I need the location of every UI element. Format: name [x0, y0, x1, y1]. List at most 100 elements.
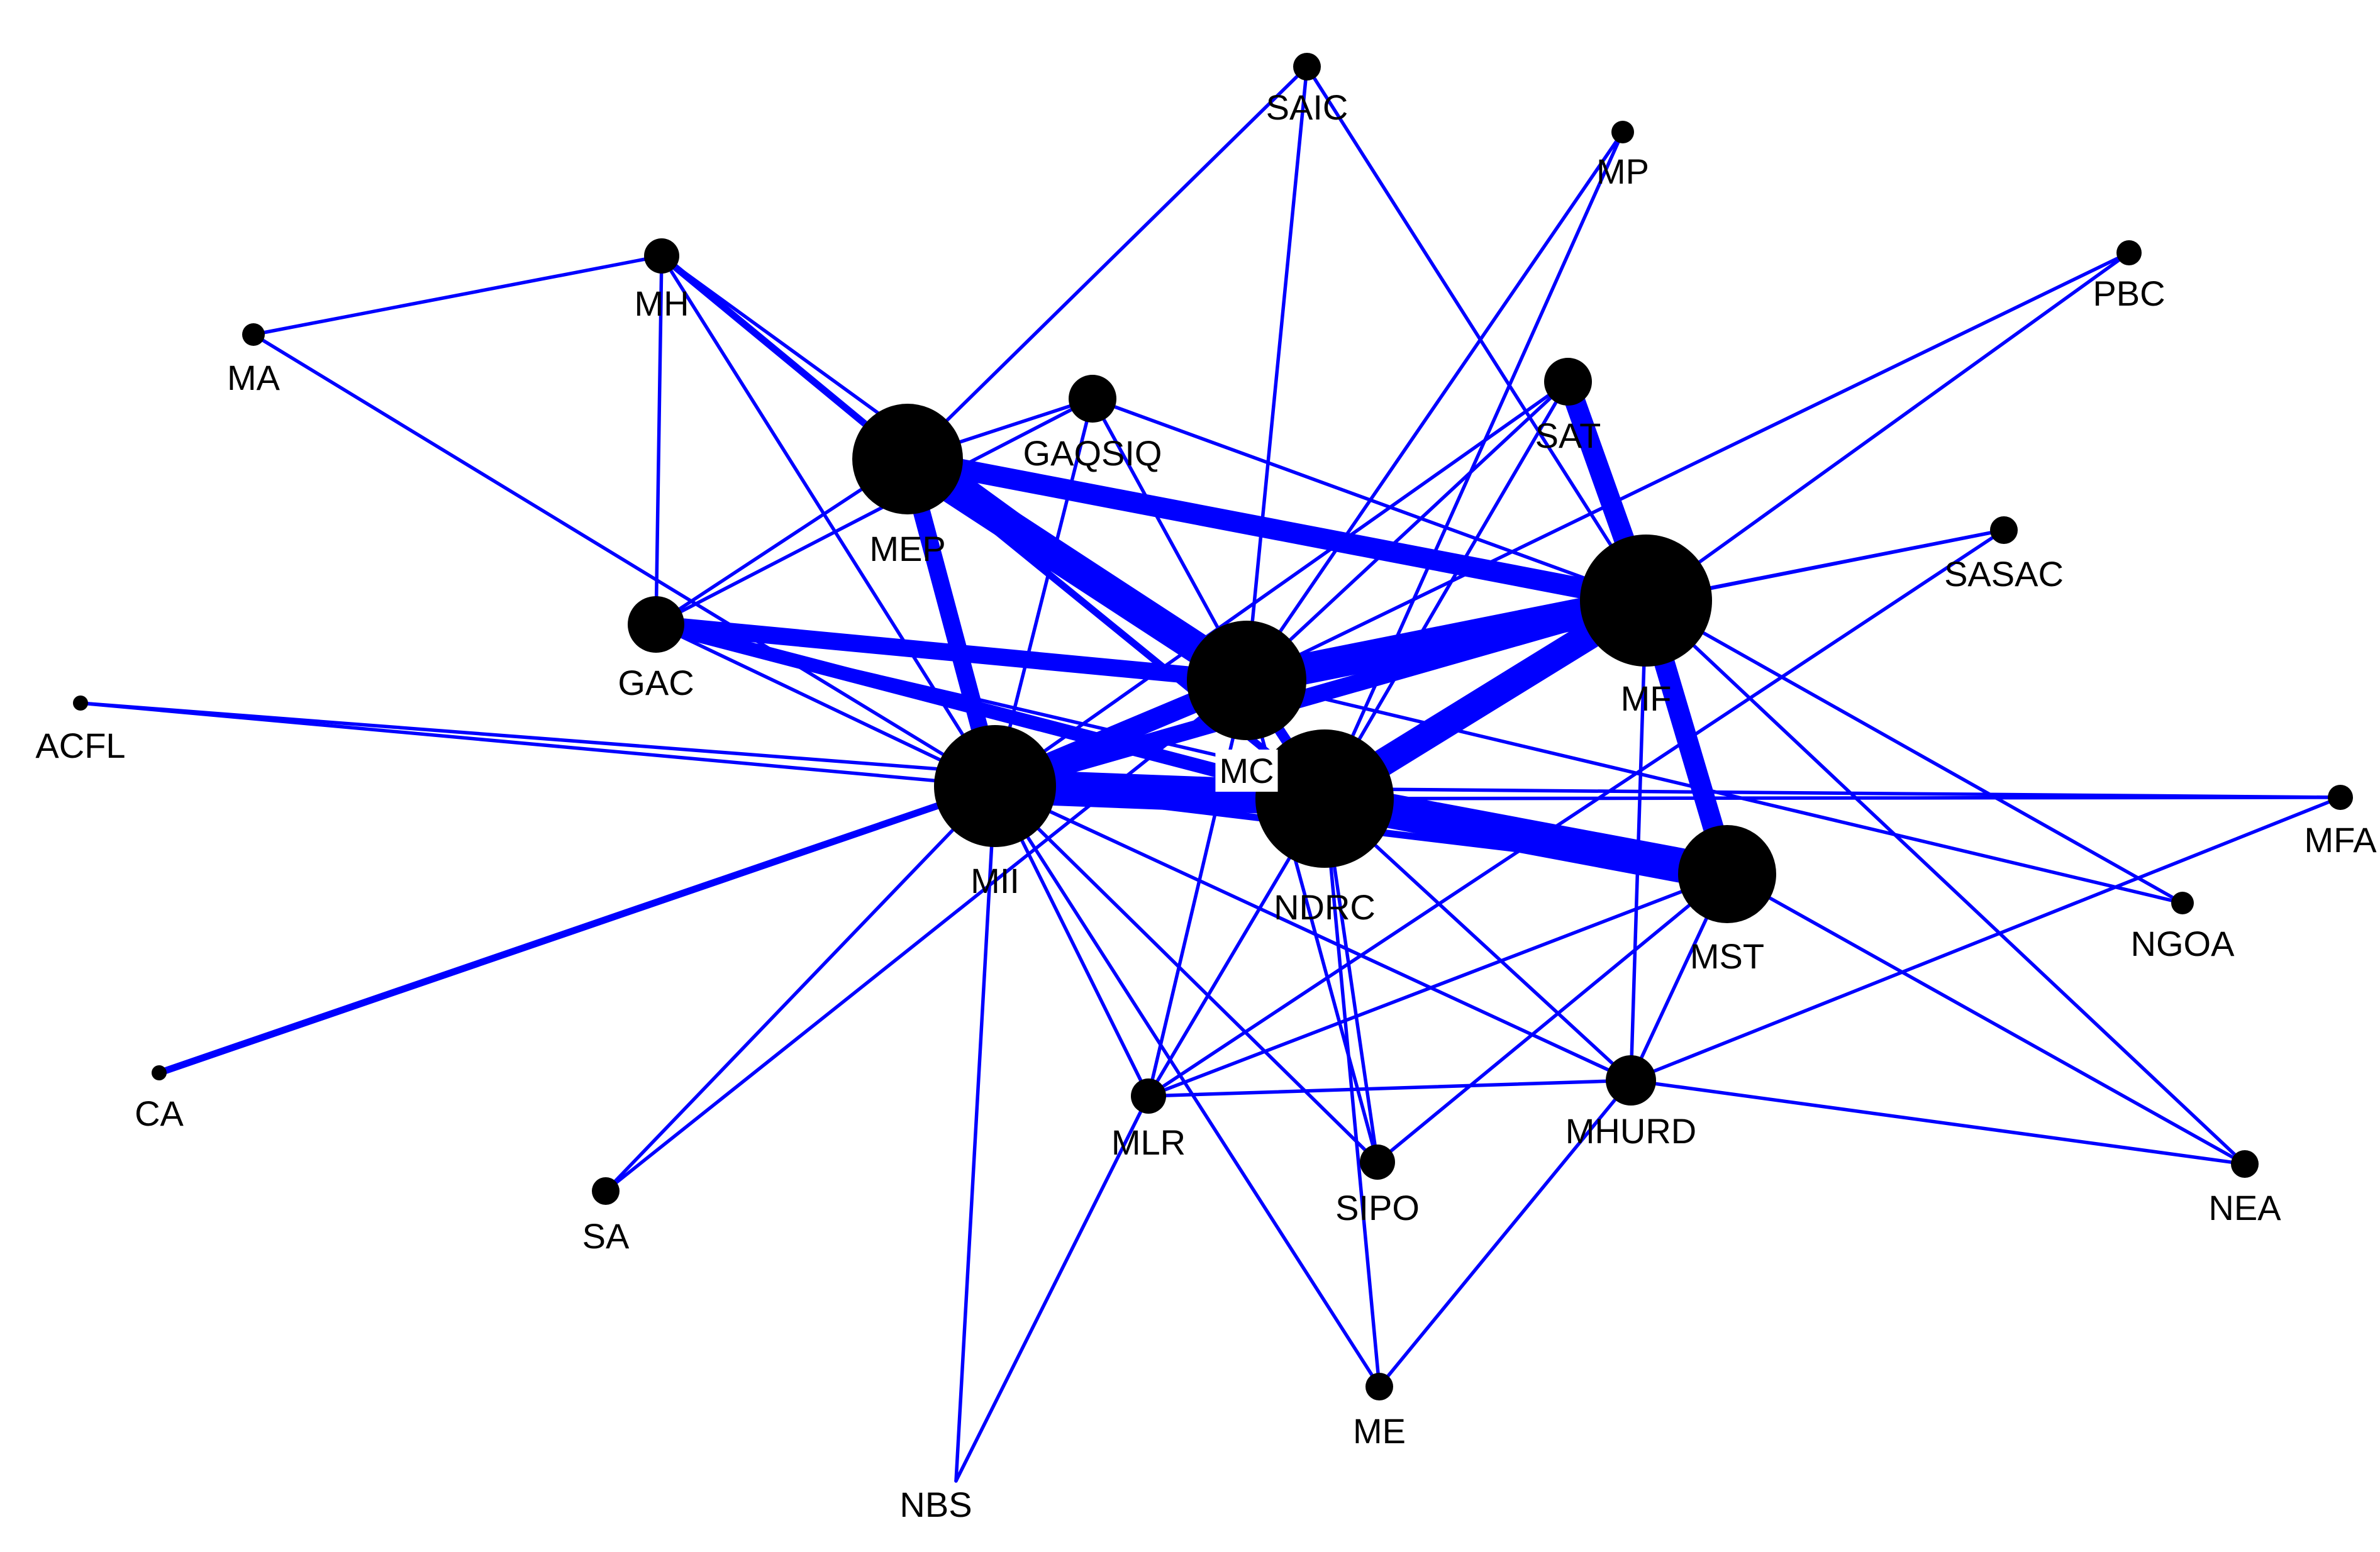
node-sasac: [1990, 516, 2018, 544]
node-label-gac: GAC: [618, 663, 694, 702]
edge-mh-mii: [660, 254, 997, 788]
edge-saic-mf: [1305, 65, 1648, 602]
node-pbc: [2116, 240, 2142, 265]
node-mc: [1187, 621, 1306, 740]
edge-me-ndrc: [1323, 797, 1381, 1388]
edge-sasac-mlr: [1147, 528, 2006, 1098]
edge-gac-mh: [654, 254, 664, 626]
edge-mp-mc: [1245, 130, 1625, 682]
node-mst: [1678, 825, 1776, 923]
node-label-ma: MA: [227, 358, 281, 397]
node-mfa: [2328, 785, 2353, 810]
edge-mlr-mst: [1147, 872, 1729, 1098]
edge-gaqsiq-mf: [1091, 397, 1648, 602]
edge-gac-gaqsiq: [654, 397, 1094, 626]
node-saic: [1293, 53, 1321, 80]
node-label-ca: CA: [135, 1094, 184, 1133]
node-label-ndrc: NDRC: [1274, 887, 1376, 927]
node-label-gaqsiq: GAQSIQ: [1023, 433, 1162, 473]
node-label-sipo: SIPO: [1335, 1188, 1420, 1228]
edge-ca-mii: [155, 782, 999, 1077]
edge-nea-mst: [1725, 872, 2247, 1166]
edge-mp-ndrc: [1323, 130, 1625, 801]
node-label-nea: NEA: [2208, 1188, 2281, 1228]
node-layer: [73, 53, 2353, 1400]
label-layer: SAIC MP PBC MH MA GAQSIQ SAT MEP SASAC GAC MF MC ACF…: [35, 87, 2377, 1524]
node-sipo: [1360, 1145, 1395, 1180]
node-mlr: [1131, 1078, 1166, 1114]
edge-mep-ndrc: [904, 455, 1328, 802]
edge-mhurd-ndrc: [1323, 797, 1633, 1082]
node-label-mf: MF: [1621, 679, 1672, 718]
edge-sat-mc: [1245, 380, 1570, 682]
edge-acfl-mii: [79, 701, 997, 788]
node-nea: [2231, 1150, 2259, 1178]
edge-mfa-mhurd: [1629, 795, 2342, 1082]
node-label-mp: MP: [1596, 152, 1649, 191]
edge-saic-mep: [906, 65, 1309, 461]
edge-sa-mii: [604, 784, 997, 1193]
node-label-sat: SAT: [1535, 416, 1601, 455]
node-mhurd: [1606, 1055, 1656, 1106]
node-label-mst: MST: [1690, 936, 1764, 976]
node-label-mep: MEP: [869, 529, 945, 568]
edge-nea-mf: [1644, 599, 2247, 1166]
node-me: [1365, 1373, 1393, 1400]
edge-mep-mf: [897, 448, 1657, 611]
edge-saic-mc: [1245, 65, 1309, 682]
edge-me-mii: [993, 784, 1381, 1388]
edge-mlr-mhurd: [1147, 1078, 1633, 1098]
edge-mf-mii: [986, 592, 1655, 795]
node-gac: [628, 596, 684, 653]
edge-mhurd-mf: [1629, 599, 1648, 1082]
node-mii: [934, 725, 1056, 847]
node-label-sa: SA: [582, 1216, 630, 1256]
node-label-nbs: NBS: [899, 1485, 972, 1524]
node-label-mc: MC: [1219, 751, 1274, 790]
node-label-mhurd: MHURD: [1565, 1111, 1696, 1151]
edge-layer: [79, 65, 2342, 1483]
node-gaqsiq: [1069, 375, 1116, 423]
node-label-me: ME: [1353, 1411, 1406, 1451]
node-mep: [852, 404, 963, 514]
edge-gac-mii: [654, 623, 997, 788]
edge-sipo-mii: [993, 784, 1379, 1164]
edge-mh-ma: [252, 254, 664, 336]
node-label-ngoa: NGOA: [2131, 924, 2235, 963]
node-mh: [644, 238, 679, 274]
node-acfl: [73, 696, 88, 711]
node-label-saic: SAIC: [1266, 87, 1348, 127]
edge-gac-mc: [647, 616, 1255, 689]
edge-sa-mc: [604, 679, 1248, 1193]
edge-nbs-mii: [954, 784, 997, 1483]
edge-gac-ndrc: [649, 618, 1332, 806]
edge-gaqsiq-mii: [993, 397, 1094, 788]
node-label-sasac: SASAC: [1944, 554, 2064, 594]
node-ca: [152, 1065, 167, 1080]
edge-sat-mii: [993, 380, 1570, 788]
edge-nbs-mlr: [954, 1094, 1150, 1483]
node-ma: [242, 323, 265, 346]
edge-sat-ndrc: [1323, 380, 1570, 801]
node-label-mfa: MFA: [2304, 820, 2377, 860]
edge-sipo-mst: [1376, 872, 1729, 1164]
node-label-acfl: ACFL: [35, 726, 125, 765]
node-ngoa: [2171, 892, 2194, 914]
edge-pbc-mc: [1245, 251, 2131, 682]
node-label-mh: MH: [634, 284, 689, 323]
node-mp: [1611, 121, 1634, 143]
edge-ma-mii: [252, 333, 997, 788]
node-ndrc: [1255, 729, 1394, 868]
edge-nea-mhurd: [1629, 1078, 2247, 1166]
node-sa: [592, 1177, 620, 1205]
edge-pbc-mf: [1644, 251, 2131, 602]
node-label-mlr: MLR: [1111, 1122, 1186, 1162]
edge-ngoa-mc: [1245, 679, 2184, 905]
edge-mep-mc: [892, 443, 1262, 696]
edge-ngoa-mf: [1644, 599, 2184, 905]
edge-mhurd-me: [1377, 1078, 1633, 1388]
node-sat: [1544, 358, 1592, 406]
edge-mhurd-mii: [993, 784, 1633, 1082]
node-label-pbc: PBC: [2093, 274, 2165, 313]
